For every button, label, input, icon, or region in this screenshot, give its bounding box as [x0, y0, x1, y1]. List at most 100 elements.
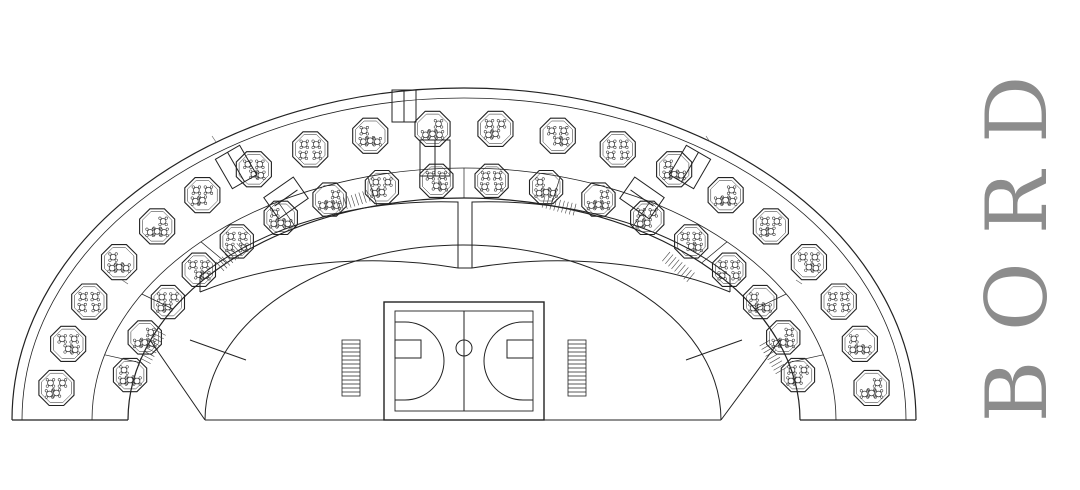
desk-cluster — [91, 302, 101, 313]
desk-cluster — [546, 125, 557, 136]
bleacher-right — [567, 339, 587, 397]
desk-cluster — [772, 216, 782, 227]
inner-classroom — [112, 357, 148, 393]
desk-cluster — [496, 119, 507, 129]
desk-cluster — [484, 119, 495, 129]
radial-partition — [631, 201, 651, 228]
inner-classroom — [528, 169, 564, 205]
desk-cluster — [680, 231, 690, 242]
inner-classroom — [150, 284, 186, 320]
entrance-steps — [139, 190, 787, 374]
desk-cluster — [606, 139, 617, 150]
outer-classroom — [38, 369, 75, 407]
outer-classroom — [139, 208, 176, 245]
step-flight — [335, 190, 371, 212]
desk-cluster — [730, 259, 740, 270]
desk-cluster — [78, 291, 88, 302]
inner-classroom — [419, 163, 454, 198]
desk-cluster — [200, 259, 210, 270]
inner-classroom — [711, 252, 747, 287]
desk-cluster — [798, 252, 808, 262]
desk-cluster — [810, 252, 820, 262]
desk-cluster — [480, 171, 491, 181]
desk-cluster — [330, 189, 341, 200]
desk-cluster — [618, 139, 629, 150]
desk-cluster — [492, 171, 503, 181]
radial-partition — [277, 201, 297, 228]
desk-cluster — [849, 334, 859, 344]
desk-cluster — [371, 177, 381, 187]
radial-partition — [367, 176, 378, 206]
inner-classroom — [127, 320, 162, 355]
inner-classroom — [312, 182, 347, 217]
outer-classroom — [841, 325, 878, 362]
inner-classroom — [766, 320, 801, 355]
desk-cluster — [433, 119, 444, 129]
desk-cluster — [191, 185, 202, 195]
desk-cluster — [57, 378, 68, 388]
outer-classroom — [853, 369, 890, 407]
desk-cluster — [383, 177, 393, 187]
desk-cluster — [726, 185, 737, 195]
bleacher-left — [341, 339, 361, 397]
desk-cluster — [238, 231, 248, 242]
desk-cluster — [872, 378, 883, 388]
outer-classroom — [50, 325, 87, 362]
desk-cluster — [493, 182, 504, 192]
desk-cluster — [119, 365, 129, 375]
outer-classroom — [352, 117, 389, 154]
outer-classroom — [752, 208, 789, 245]
outer-classroom — [71, 283, 108, 320]
desk-cluster — [255, 159, 265, 170]
desk-cluster — [108, 252, 118, 262]
outer-classroom — [477, 110, 514, 147]
desk-cluster — [203, 185, 214, 195]
desk-cluster — [45, 378, 56, 388]
step-flight — [759, 339, 787, 374]
desk-cluster — [312, 150, 323, 161]
desk-cluster — [479, 182, 490, 192]
gallery-ticks — [121, 135, 803, 285]
radial-partition — [200, 241, 227, 264]
desk-cluster — [718, 259, 728, 270]
outer-classroom — [599, 131, 636, 168]
desk-cluster — [90, 291, 100, 302]
desk-cluster — [188, 259, 198, 270]
inner-classroom — [474, 163, 509, 198]
outer-classroom — [539, 117, 576, 154]
desk-cluster — [828, 291, 838, 302]
outer-classroom — [184, 177, 221, 214]
inner-classroom — [181, 252, 217, 287]
desk-cluster — [784, 327, 795, 338]
desk-cluster — [731, 270, 741, 281]
desk-cluster — [558, 125, 569, 136]
radial-partition — [141, 293, 174, 310]
inner-classroom — [742, 284, 778, 320]
radial-partition — [788, 354, 824, 363]
desk-cluster — [77, 302, 87, 313]
desk-cluster — [157, 292, 167, 302]
desk-cluster — [226, 231, 236, 242]
desk-cluster — [749, 292, 759, 302]
desk-cluster — [619, 150, 630, 161]
outer-classroom — [820, 283, 857, 320]
desk-cluster — [605, 150, 616, 161]
desk-cluster — [599, 189, 610, 200]
inner-classroom — [219, 224, 254, 259]
outer-classroom — [100, 244, 138, 281]
desk-cluster — [827, 302, 837, 313]
radial-partitions — [92, 168, 836, 421]
hall-partitions — [149, 201, 781, 421]
inner-classroom — [780, 357, 816, 393]
desk-cluster — [169, 292, 179, 302]
stair-core-right-upper — [619, 144, 712, 220]
desk-cluster — [311, 139, 322, 150]
desk-cluster — [663, 159, 673, 170]
radial-partition — [701, 241, 728, 264]
outer-classroom — [656, 151, 693, 188]
desk-cluster — [760, 216, 770, 227]
inner-classroom — [364, 169, 400, 205]
desk-cluster — [299, 139, 310, 150]
